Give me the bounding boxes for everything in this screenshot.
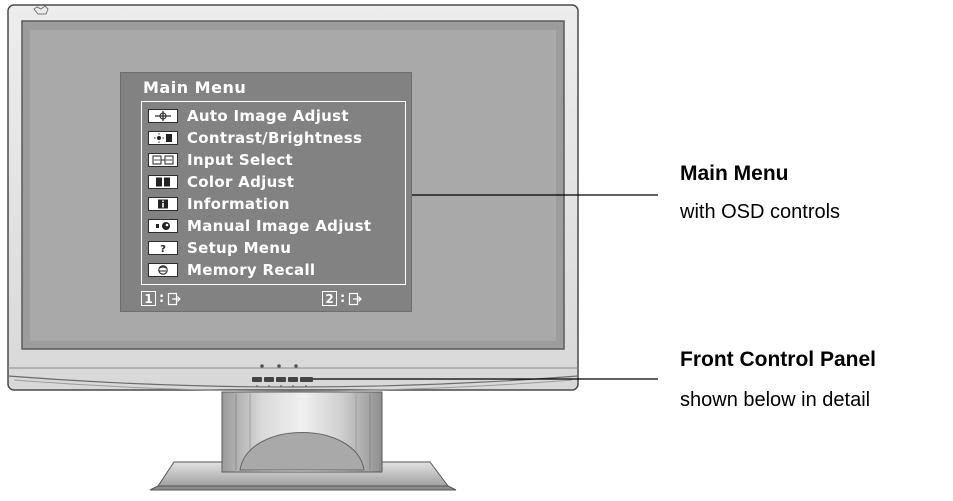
- color-adjust-icon: [148, 175, 178, 189]
- menu-item-label: Color Adjust: [187, 173, 295, 191]
- menu-item-label: Setup Menu: [187, 239, 292, 257]
- key-number: 2: [322, 291, 337, 306]
- osd-menu-list: Auto Image Adjust Contrast/Brightness In…: [146, 105, 371, 281]
- menu-item-label: Auto Image Adjust: [187, 107, 349, 125]
- menu-item-label: Information: [187, 195, 290, 213]
- osd-menu-box: Auto Image Adjust Contrast/Brightness In…: [141, 101, 406, 285]
- indicator-dots: [260, 364, 298, 368]
- menu-item-label: Contrast/Brightness: [187, 129, 363, 147]
- menu-item-input-select[interactable]: Input Select: [146, 149, 371, 171]
- brand-logo-icon: [33, 5, 49, 15]
- contrast-brightness-icon: [148, 131, 178, 145]
- osd-key-1: 1 :: [141, 291, 182, 306]
- key-number: 1: [141, 291, 156, 306]
- callout-front-panel-title: Front Control Panel: [680, 348, 876, 371]
- crosshair-icon: [148, 109, 178, 123]
- menu-item-label: Input Select: [187, 151, 294, 169]
- svg-text:?: ?: [160, 244, 166, 253]
- key-separator: :: [159, 291, 165, 306]
- input-select-icon: [148, 153, 178, 167]
- menu-item-auto-image-adjust[interactable]: Auto Image Adjust: [146, 105, 371, 127]
- key-separator: :: [340, 291, 346, 306]
- menu-item-information[interactable]: Information: [146, 193, 371, 215]
- enter-arrow-icon: [349, 292, 363, 305]
- front-control-buttons: [252, 377, 313, 387]
- callout-main-menu-subtitle: with OSD controls: [680, 201, 841, 223]
- menu-item-label: Manual Image Adjust: [187, 217, 372, 235]
- callout-main-menu-title: Main Menu: [680, 162, 789, 185]
- menu-item-contrast-brightness[interactable]: Contrast/Brightness: [146, 127, 371, 149]
- information-icon: [148, 197, 178, 211]
- menu-item-setup-menu[interactable]: ? Setup Menu: [146, 237, 371, 259]
- exit-arrow-icon: [168, 292, 182, 305]
- menu-item-memory-recall[interactable]: Memory Recall: [146, 259, 371, 281]
- stand-neck: [221, 391, 383, 473]
- osd-title: Main Menu: [143, 78, 247, 97]
- manual-image-adjust-icon: [148, 219, 178, 233]
- callout-front-panel-subtitle: shown below in detail: [680, 389, 871, 411]
- menu-item-manual-image-adjust[interactable]: Manual Image Adjust: [146, 215, 371, 237]
- osd-main-menu: Main Menu Auto Image Adjust Contrast/Bri…: [120, 72, 412, 312]
- osd-key-2: 2 :: [322, 291, 363, 306]
- setup-menu-icon: ?: [148, 241, 178, 255]
- menu-item-label: Memory Recall: [187, 261, 316, 279]
- memory-recall-icon: [148, 263, 178, 277]
- menu-item-color-adjust[interactable]: Color Adjust: [146, 171, 371, 193]
